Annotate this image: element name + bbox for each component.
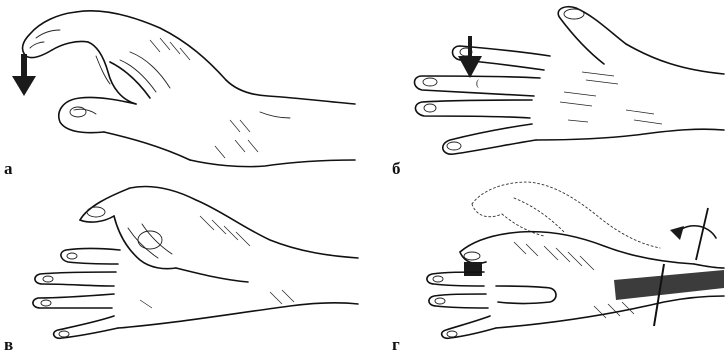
panel-b: ( б [364,0,727,175]
panel-label-v: в [4,336,13,353]
panel-label-g: г [392,336,400,353]
panel-label-b: б [392,160,401,177]
down-arrow-icon [6,48,46,108]
down-arrow-icon [452,34,492,94]
hand-illustration-g [364,176,727,349]
hand-illustration-a [0,0,360,175]
rotation-arrow-icon [664,206,724,262]
panel-a: а [0,0,360,175]
panel-label-a: а [4,160,13,177]
hand-illustration-v [0,176,360,349]
hand-illustration-b: ( [364,0,727,175]
panel-g: г [364,176,727,349]
panel-v: в [0,176,360,349]
